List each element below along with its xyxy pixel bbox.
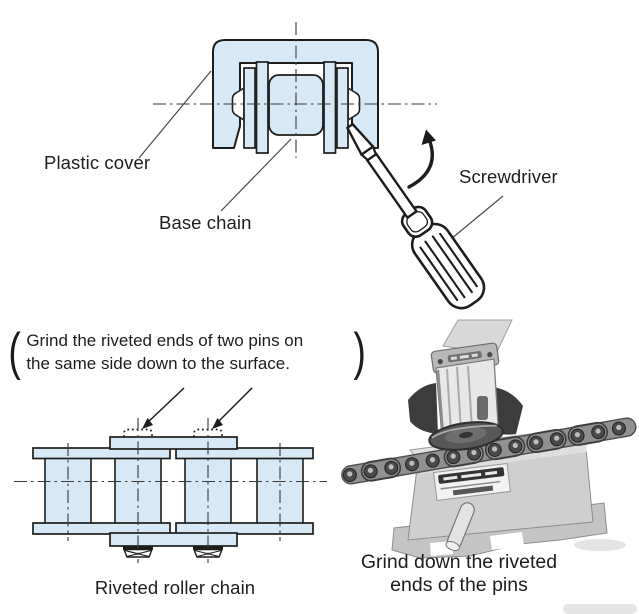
screwdriver-leader: [450, 195, 504, 240]
grind-pointer-arrows: [142, 387, 253, 429]
note-open-paren: (: [8, 323, 21, 381]
grinding-photo: [341, 319, 637, 559]
pin-end-left: [231, 86, 245, 122]
base-chain-label: Base chain: [159, 212, 252, 233]
scan-artifact: [563, 604, 637, 614]
leader-lines: [138, 70, 504, 240]
plastic-cover-cross-section: [153, 22, 437, 158]
grinding-note: ( Grind the riveted ends of two pins on …: [6, 322, 368, 382]
photo-label-plate: [433, 463, 511, 501]
note-line-2: the same side down to the surface.: [26, 354, 290, 373]
riveted-chain-drawing: [14, 387, 327, 563]
screwdriver-label: Screwdriver: [459, 166, 558, 187]
photo-grinder: [408, 319, 523, 451]
centerlines: [153, 22, 437, 158]
base-chain-leader: [220, 138, 292, 212]
note-line-1: Grind the riveted ends of two pins on: [26, 331, 304, 350]
photo-shadow: [574, 539, 626, 551]
photo-pin-handle: [445, 502, 475, 552]
base-chain-plates: [243, 61, 349, 154]
screwdriver-drawing: [346, 122, 486, 310]
photo-caption-line-1: Grind down the riveted: [360, 551, 558, 573]
photo-chain: [341, 417, 637, 485]
note-text: Grind the riveted ends of two pins on th…: [23, 329, 350, 375]
photo-caption: Grind down the riveted ends of the pins: [340, 551, 578, 596]
plastic-cover-label: Plastic cover: [44, 152, 151, 173]
note-close-paren: ): [353, 323, 366, 381]
plastic-cover-leader: [138, 70, 212, 159]
ground-rivet-dotted-outlines: [123, 428, 223, 437]
rotation-arrow-icon: [407, 129, 436, 189]
photo-caption-line-2: ends of the pins: [390, 573, 528, 596]
riveted-roller-chain-caption: Riveted roller chain: [94, 577, 256, 598]
